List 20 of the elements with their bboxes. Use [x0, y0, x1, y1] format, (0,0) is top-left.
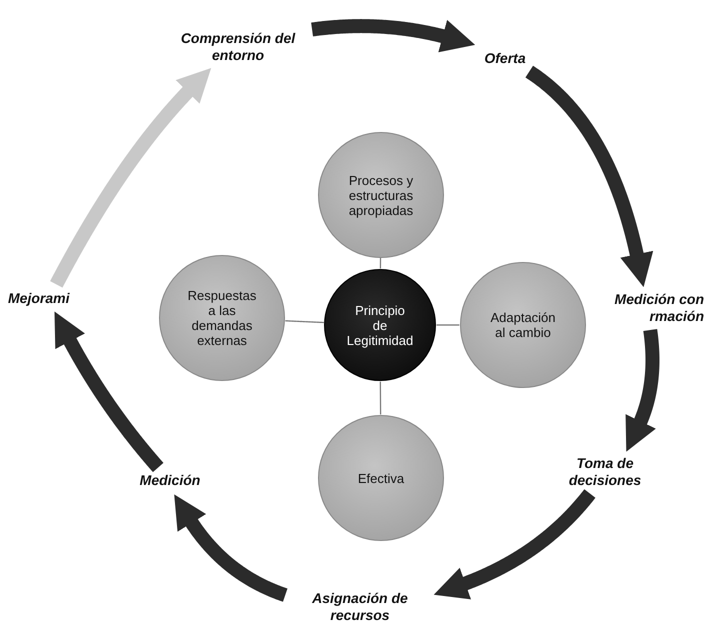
cycle-label: Comprensión del entorno	[168, 30, 308, 64]
node-text: Principio de Legitimidad	[346, 302, 414, 348]
node-text: Procesos y estructuras apropiadas	[348, 172, 414, 218]
connector-line	[285, 320, 324, 324]
curved-arrow	[54, 312, 164, 474]
cycle-label: Oferta	[470, 50, 540, 67]
connector-line	[436, 324, 460, 326]
curved-arrow	[523, 65, 654, 288]
node-text: Respuestas a las demandas externas	[186, 288, 258, 348]
cycle-label: Mejorami	[8, 290, 90, 307]
connector-line	[380, 258, 382, 268]
cycle-label: Asignación de recursos	[290, 590, 430, 624]
curved-arrow	[50, 68, 212, 290]
cycle-label: Toma de decisiones	[555, 455, 655, 489]
cycle-label: Medición con rmación	[588, 291, 704, 325]
node-text: Adaptación al cambio	[489, 310, 557, 340]
connector-line	[380, 382, 382, 414]
node-text: Efectiva	[358, 470, 404, 486]
cycle-label: Medición	[130, 472, 210, 489]
curved-arrow	[434, 488, 596, 600]
